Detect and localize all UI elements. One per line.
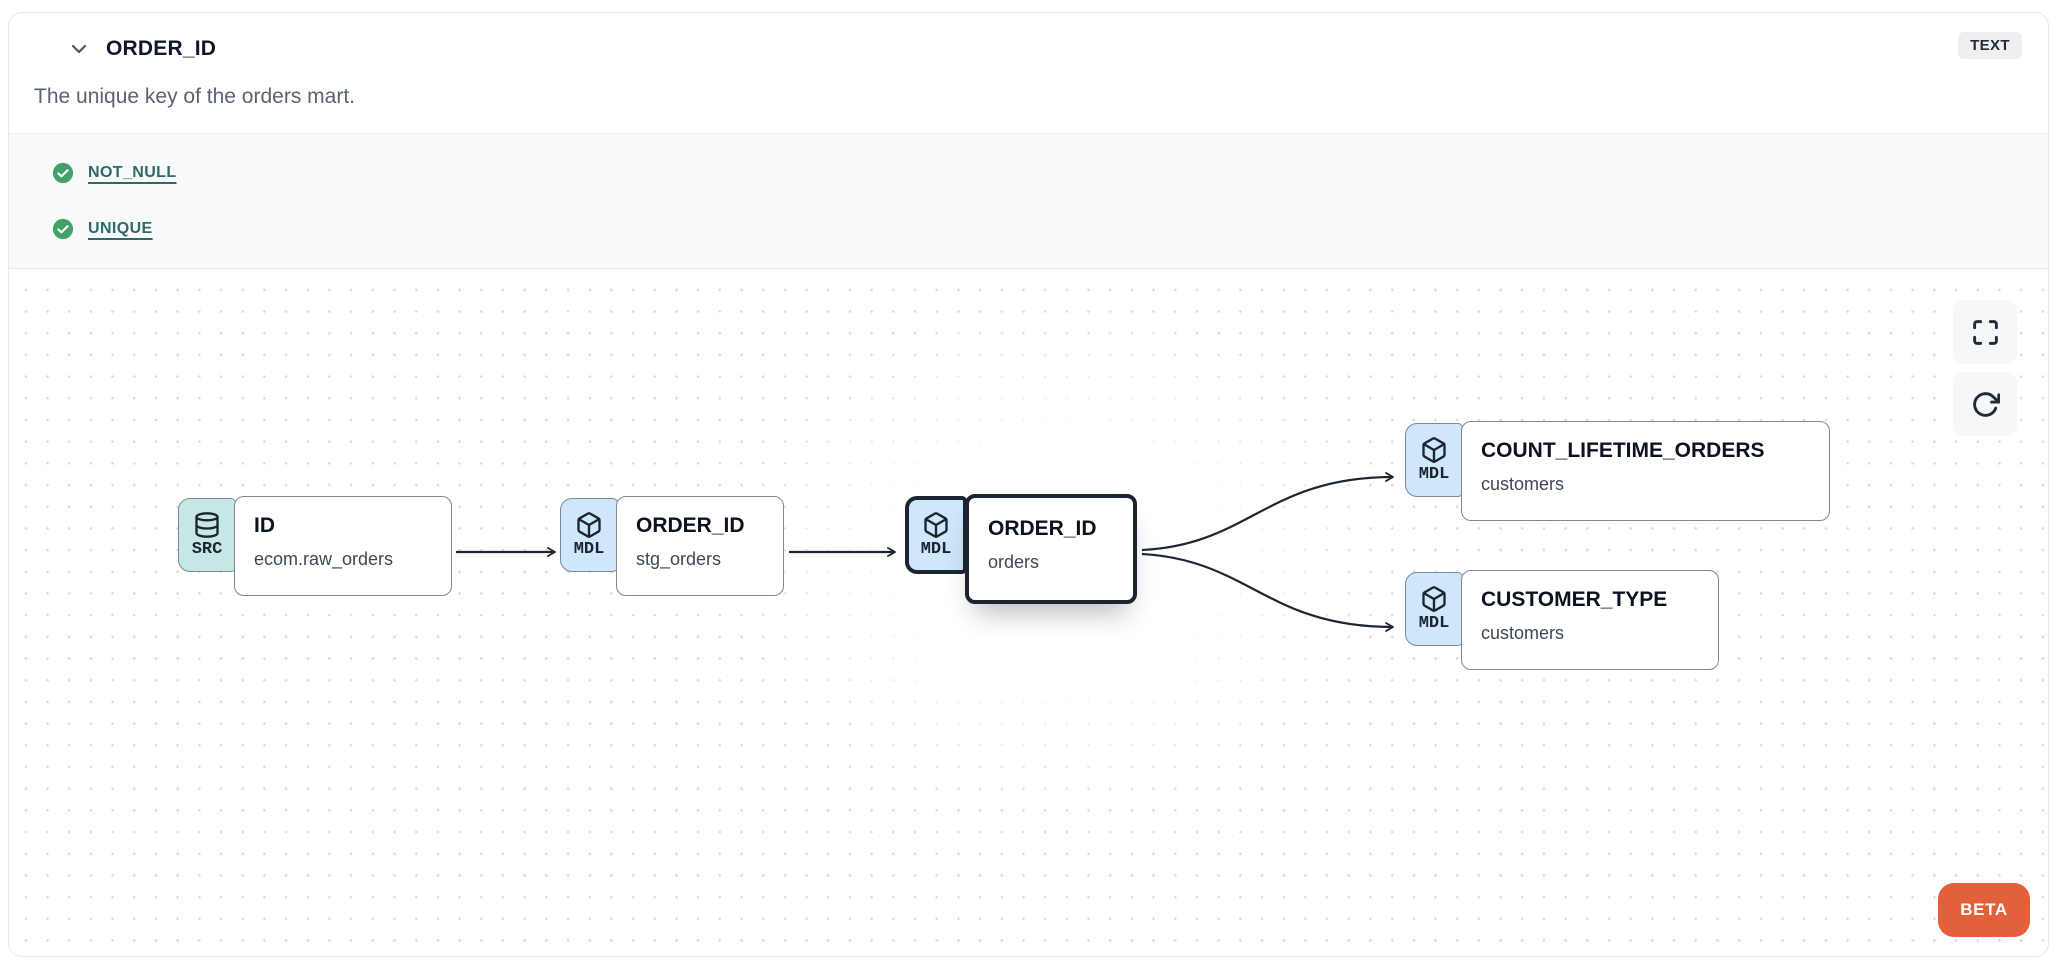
cube-icon [1422, 586, 1446, 612]
lineage-node-count-lifetime-orders[interactable]: MDL COUNT_LIFETIME_ORDERS customers [1405, 421, 1830, 521]
node-card: CUSTOMER_TYPE customers [1461, 570, 1719, 670]
test-link-unique[interactable]: UNIQUE [88, 220, 153, 237]
lineage-canvas[interactable]: SRC ID ecom.raw_orders MDL ORDER_ID stg_… [9, 269, 2048, 956]
node-kind-label: MDL [573, 540, 605, 559]
column-detail-panel: ORDER_ID TEXT The unique key of the orde… [8, 12, 2049, 957]
node-subtitle: stg_orders [636, 549, 722, 569]
model-kind-badge: MDL [560, 498, 618, 572]
node-card: ORDER_ID stg_orders [616, 496, 784, 596]
model-kind-badge: MDL [905, 496, 967, 574]
column-name-title: ORDER_ID [106, 37, 217, 60]
node-kind-label: MDL [920, 540, 952, 559]
node-subtitle: orders [988, 552, 1040, 572]
tests-section: NOT_NULL UNIQUE [9, 133, 2048, 269]
beta-badge: BETA [1938, 883, 2030, 937]
check-circle-icon [52, 218, 74, 240]
node-kind-label: SRC [191, 540, 223, 559]
column-description: The unique key of the orders mart. [34, 85, 355, 108]
node-subtitle: ecom.raw_orders [254, 549, 394, 569]
node-kind-label: MDL [1418, 614, 1450, 633]
test-row: UNIQUE [52, 217, 2048, 241]
refresh-button[interactable] [1953, 372, 2017, 436]
database-icon [195, 512, 219, 538]
panel-header: ORDER_ID TEXT The unique key of the orde… [9, 13, 2048, 133]
lineage-node-stg-orders[interactable]: MDL ORDER_ID stg_orders [560, 496, 784, 596]
fullscreen-button[interactable] [1953, 300, 2017, 364]
source-kind-badge: SRC [178, 498, 236, 572]
refresh-icon [1972, 391, 2000, 417]
cube-icon [924, 512, 948, 538]
node-kind-label: MDL [1418, 465, 1450, 484]
test-row: NOT_NULL [52, 161, 2048, 185]
node-card: COUNT_LIFETIME_ORDERS customers [1461, 421, 1830, 521]
test-link-not-null[interactable]: NOT_NULL [88, 164, 177, 181]
node-title: COUNT_LIFETIME_ORDERS [1481, 439, 1765, 462]
node-title: ORDER_ID [636, 514, 745, 537]
node-subtitle: customers [1481, 623, 1565, 643]
node-title: CUSTOMER_TYPE [1481, 588, 1668, 611]
model-kind-badge: MDL [1405, 423, 1463, 497]
node-subtitle: customers [1481, 474, 1565, 494]
title-row: ORDER_ID [9, 13, 2048, 61]
lineage-node-customer-type[interactable]: MDL CUSTOMER_TYPE customers [1405, 570, 1719, 670]
node-title: ID [254, 514, 275, 537]
node-card: ORDER_ID orders [965, 494, 1137, 604]
collapse-toggle-button[interactable] [67, 37, 91, 61]
fullscreen-icon [1972, 319, 1998, 345]
node-card: ID ecom.raw_orders [234, 496, 452, 596]
chevron-down-icon [71, 44, 87, 54]
cube-icon [577, 512, 601, 538]
column-type-badge: TEXT [1958, 32, 2022, 59]
cube-icon [1422, 437, 1446, 463]
model-kind-badge: MDL [1405, 572, 1463, 646]
node-title: ORDER_ID [988, 517, 1097, 540]
lineage-node-ecom-raw-orders[interactable]: SRC ID ecom.raw_orders [178, 496, 452, 596]
lineage-node-orders-selected[interactable]: MDL ORDER_ID orders [905, 494, 1137, 604]
check-circle-icon [52, 162, 74, 184]
